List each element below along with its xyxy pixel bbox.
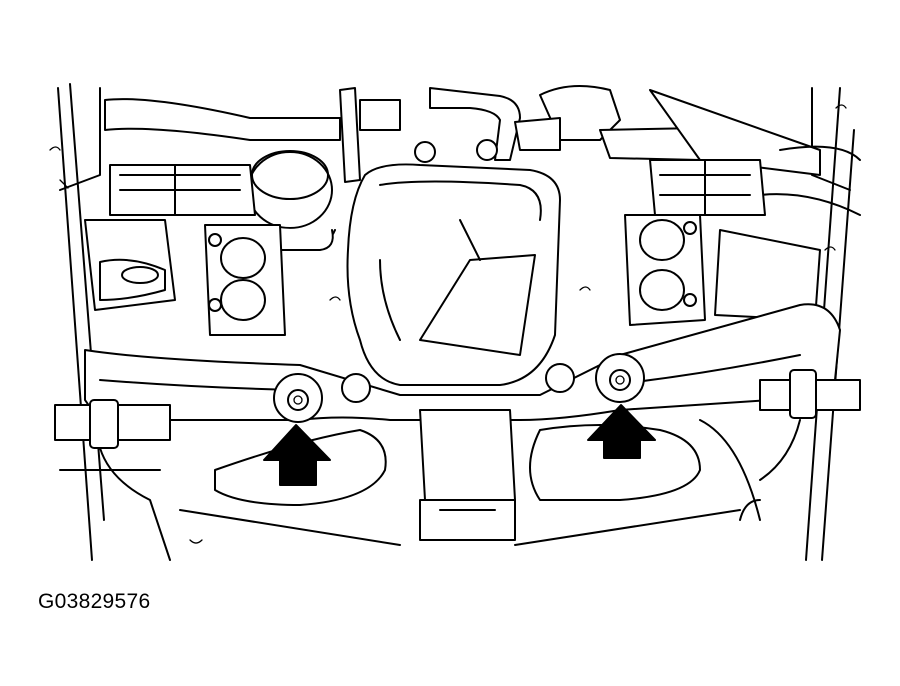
right-exhaust-ports <box>624 214 706 326</box>
upper-hoses <box>104 85 861 216</box>
oil-pan <box>346 139 561 386</box>
pivot-rings <box>341 363 575 403</box>
right-covers <box>649 159 821 321</box>
stabilizer-bar <box>54 369 861 561</box>
control-arms <box>59 419 761 546</box>
left-mount-bolt <box>273 373 323 423</box>
left-bolt-arrow <box>263 424 331 486</box>
figure-id-label: G03829576 <box>38 590 151 613</box>
left-covers <box>84 164 256 311</box>
right-mount-bolt <box>595 353 645 403</box>
right-bolt-arrow <box>587 404 656 459</box>
detail-marks <box>49 104 847 544</box>
exhaust-pipes <box>214 409 701 541</box>
left-exhaust-ports <box>204 224 286 336</box>
